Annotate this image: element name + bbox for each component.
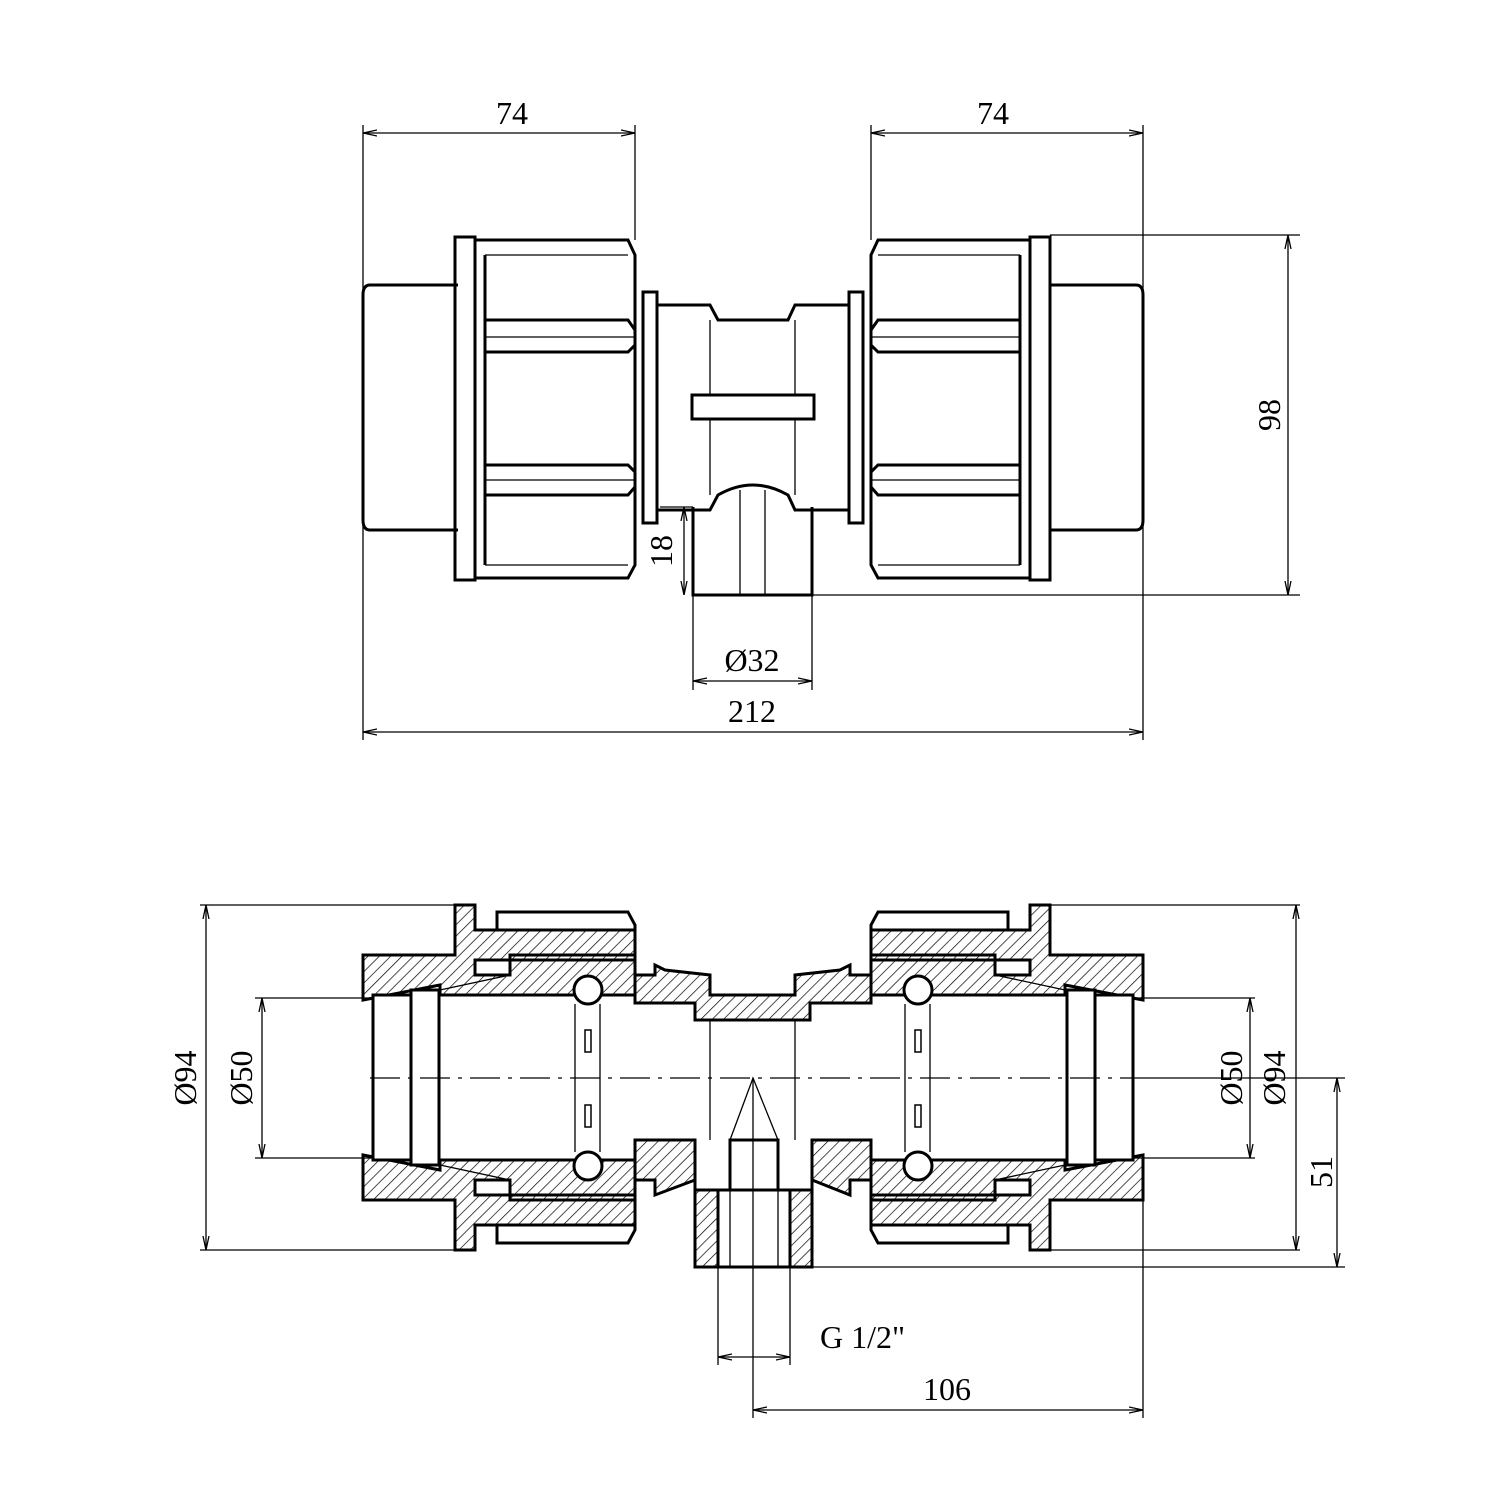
dim-branch-diameter: Ø32 xyxy=(724,642,779,678)
dim-right-outer-diameter: Ø94 xyxy=(1256,1050,1292,1105)
left-compression-nut xyxy=(361,235,637,582)
dim-half-length: 106 xyxy=(923,1371,971,1407)
dim-left-outer-diameter: Ø94 xyxy=(167,1050,203,1105)
left-half-section xyxy=(361,903,637,1252)
right-compression-nut xyxy=(869,235,1145,582)
dim-branch-height: 18 xyxy=(643,535,679,567)
dim-left-length: 74 xyxy=(496,95,528,131)
dim-overall-length: 212 xyxy=(728,693,776,729)
dim-left-inner-diameter: Ø50 xyxy=(223,1050,259,1105)
section-view: Ø94 Ø50 Ø50 Ø94 51 G 1/2" 106 xyxy=(167,903,1345,1418)
section-dimension-lines xyxy=(200,904,1345,1418)
right-half-section xyxy=(869,903,1145,1252)
dim-height: 98 xyxy=(1251,399,1287,431)
dim-axis-to-branch: 51 xyxy=(1303,1156,1339,1188)
top-view: 74 74 98 18 Ø32 212 xyxy=(361,95,1300,740)
dim-right-length: 74 xyxy=(977,95,1009,131)
dim-branch-thread: G 1/2" xyxy=(820,1319,905,1355)
tee-body xyxy=(641,290,865,597)
tee-body-section xyxy=(633,962,873,1269)
top-dimension-lines xyxy=(362,125,1300,740)
dim-right-inner-diameter: Ø50 xyxy=(1213,1050,1249,1105)
